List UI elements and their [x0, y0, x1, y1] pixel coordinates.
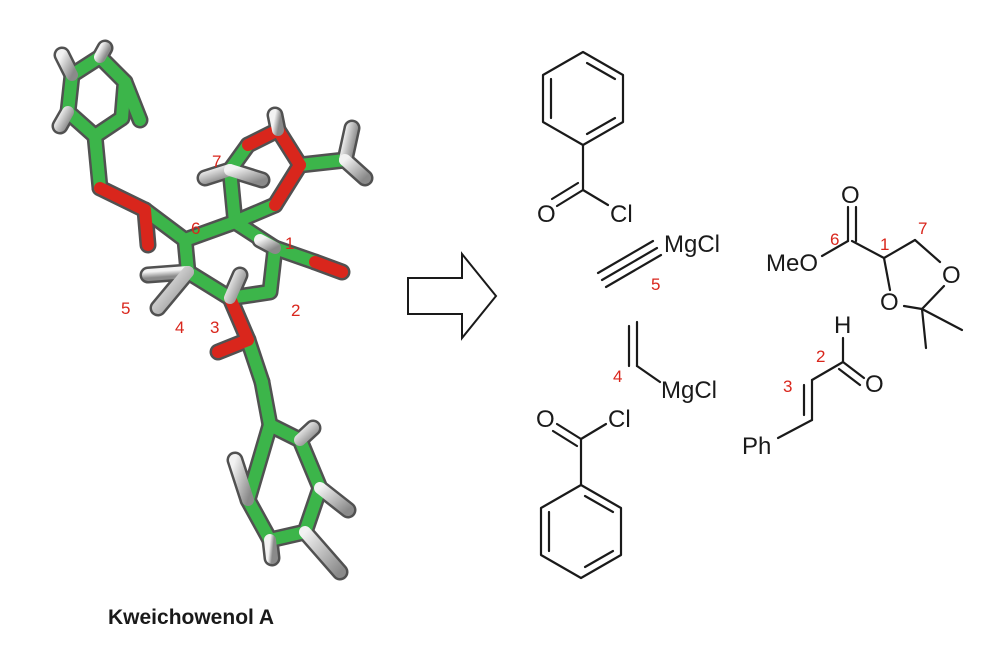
- atom-o: O: [841, 182, 860, 209]
- model-label-4: 4: [175, 318, 184, 337]
- label-1: 1: [880, 235, 889, 254]
- model-label-1: 1: [285, 234, 294, 253]
- atom-cl: Cl: [608, 406, 631, 433]
- atom-o: O: [865, 371, 884, 398]
- label-4: 4: [613, 367, 622, 386]
- retrosynthesis-arrow-icon: [407, 251, 498, 341]
- benzoyl-chloride-bottom: O Cl: [536, 406, 631, 580]
- atom-meo: MeO: [766, 250, 818, 277]
- dioxolane-ester: MeO O O O 6 1 7: [766, 182, 964, 350]
- molecule-3d-model: 7 6 1 5 4 3 2: [51, 39, 374, 581]
- model-label-5: 5: [121, 299, 130, 318]
- atom-o: O: [537, 201, 556, 228]
- label-2: 2: [816, 347, 825, 366]
- model-label-2: 2: [291, 301, 300, 320]
- ethynyl-grignard: MgCl 5: [596, 231, 720, 294]
- atom-ph: Ph: [742, 433, 771, 460]
- atom-mgcl: MgCl: [664, 231, 720, 258]
- model-label-3: 3: [210, 318, 219, 337]
- cinnamaldehyde: H O Ph 2 3: [742, 312, 884, 460]
- atom-h: H: [834, 312, 851, 339]
- label-3: 3: [783, 377, 792, 396]
- vinyl-grignard: MgCl 4: [613, 320, 717, 404]
- atom-cl: Cl: [610, 201, 633, 228]
- benzoyl-chloride-top: O Cl: [537, 50, 633, 228]
- atom-mgcl: MgCl: [661, 377, 717, 404]
- model-label-7: 7: [212, 152, 221, 171]
- atom-o-ring-lower: O: [880, 289, 899, 316]
- label-6: 6: [830, 230, 839, 249]
- label-7: 7: [918, 219, 927, 238]
- atom-o-ring-upper: O: [942, 262, 961, 289]
- model-label-6: 6: [191, 219, 200, 238]
- compound-name-caption: Kweichowenol A: [108, 606, 275, 629]
- label-5: 5: [651, 275, 660, 294]
- atom-o: O: [536, 406, 555, 433]
